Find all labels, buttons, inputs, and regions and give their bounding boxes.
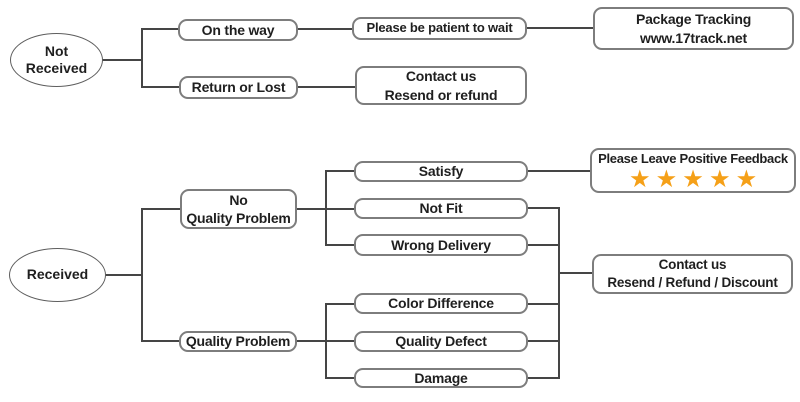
connector-line [325,303,327,379]
connector-line [297,28,353,30]
node-not-received-label: Not Received [25,42,88,77]
connector-line [526,27,594,29]
star-icon: ★ [736,167,756,191]
node-contact-resend-refund-discount: Contact us Resend / Refund / Discount [592,254,793,294]
connector-line [141,340,180,342]
connector-line [558,272,592,274]
star-icon: ★ [630,167,650,191]
connector-line [325,170,355,172]
node-wrong-delivery: Wrong Delivery [354,234,528,256]
contact-top-line2: Resend or refund [384,86,498,103]
connector-line [527,377,560,379]
node-return-or-lost-label: Return or Lost [191,79,286,96]
connector-line [558,207,560,379]
node-quality-defect: Quality Defect [354,331,528,352]
node-not-fit-label: Not Fit [419,200,463,217]
package-tracking-label: Package Tracking [635,11,752,28]
connector-line [141,86,180,88]
node-no-quality-problem: No Quality Problem [180,189,297,229]
connector-line [297,86,356,88]
contact-top-line1: Contact us [405,68,477,85]
node-wrong-delivery-label: Wrong Delivery [391,236,491,253]
connector-line [105,274,142,276]
connector-line [527,303,560,305]
star-icon: ★ [683,167,703,191]
connector-line [141,28,179,30]
connector-line [527,244,560,246]
contact-bottom-line2: Resend / Refund / Discount [607,275,778,290]
node-on-the-way: On the way [178,19,298,41]
node-not-fit: Not Fit [354,198,528,219]
node-contact-resend-refund: Contact us Resend or refund [355,66,527,105]
node-satisfy: Satisfy [354,161,528,182]
node-on-the-way-label: On the way [201,21,275,38]
feedback-title: Please Leave Positive Feedback [598,151,788,167]
package-tracking-url: www.17track.net [640,29,747,46]
node-received: Received [9,248,106,302]
connector-line [527,340,560,342]
node-not-received: Not Received [10,33,103,87]
node-positive-feedback: Please Leave Positive Feedback ★ ★ ★ ★ ★ [590,148,796,193]
node-color-difference-label: Color Difference [388,295,494,312]
node-quality-problem-label: Quality Problem [185,333,291,350]
star-icon: ★ [657,167,676,191]
connector-line [141,208,181,210]
feedback-stars: ★ ★ ★ ★ ★ [626,169,759,190]
connector-line [325,244,355,246]
contact-bottom-line1: Contact us [658,257,727,273]
node-received-label: Received [26,266,89,283]
star-icon: ★ [710,167,729,191]
connector-line [527,207,560,209]
node-be-patient: Please be patient to wait [352,17,527,40]
node-package-tracking: Package Tracking www.17track.net [593,7,794,50]
connector-line [325,377,355,379]
node-satisfy-label: Satisfy [418,163,464,180]
node-damage-label: Damage [414,369,468,386]
connector-line [141,28,143,88]
connector-line [102,59,142,61]
node-be-patient-label: Please be patient to wait [366,20,513,36]
node-color-difference: Color Difference [354,293,528,314]
node-damage: Damage [354,368,528,388]
connector-line [527,170,590,172]
node-return-or-lost: Return or Lost [179,76,298,99]
no-quality-problem-line1: No [229,191,248,208]
connector-line [141,208,143,342]
connector-line [325,170,327,246]
connector-line [325,303,355,305]
node-quality-defect-label: Quality Defect [395,333,487,350]
node-quality-problem: Quality Problem [179,331,297,352]
no-quality-problem-line2: Quality Problem [186,210,291,226]
